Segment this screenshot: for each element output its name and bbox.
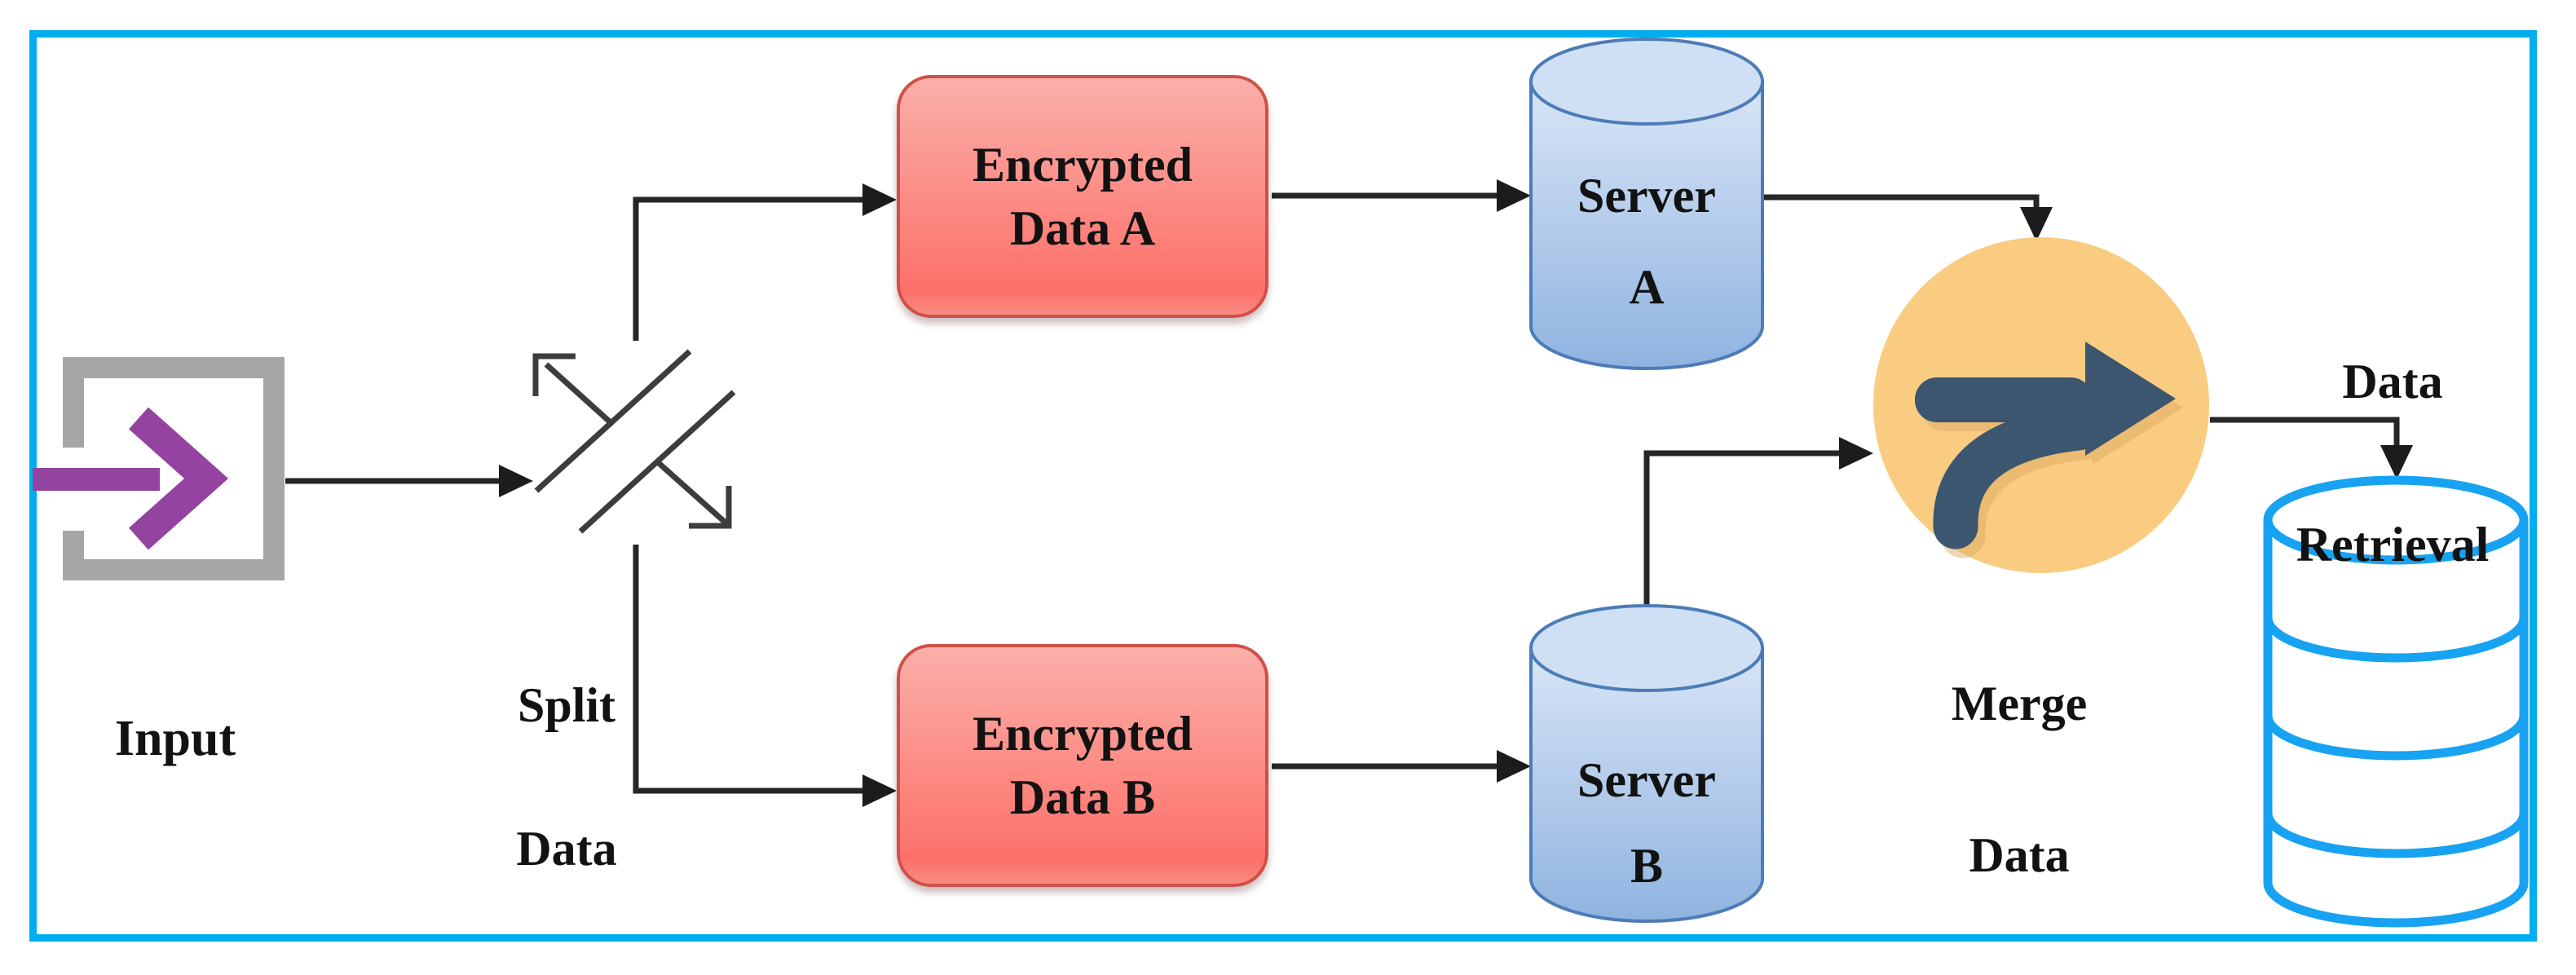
merge-arrow-icon xyxy=(1915,342,2176,549)
arrowhead-into-split xyxy=(499,465,533,497)
server-b-label: Server B xyxy=(1577,753,1716,893)
split-diagonal-2 xyxy=(578,390,736,534)
connector-split-to-encrypted-b xyxy=(633,545,866,794)
split-cross-lower xyxy=(656,461,729,526)
split-arrow-downright xyxy=(689,486,732,529)
retrieval-band-2 xyxy=(2263,715,2529,761)
encrypted-data-a-line1: Encrypted xyxy=(973,138,1193,192)
connector-server-b-to-merge xyxy=(1643,450,1842,605)
arrowhead-into-retrieval xyxy=(2380,445,2413,479)
encrypted-data-a-line2: Data A xyxy=(1009,201,1156,255)
input-icon xyxy=(33,357,285,580)
retrieval-top xyxy=(2263,475,2529,565)
arrowhead-into-server-b xyxy=(1497,750,1531,783)
arrowhead-into-merge-left xyxy=(1839,437,1873,470)
split-data-icon xyxy=(532,349,736,534)
server-b-cylinder xyxy=(1529,604,1764,923)
server-b-body xyxy=(1529,648,1764,923)
connector-lines xyxy=(285,192,2400,794)
connector-split-to-encrypted-a xyxy=(633,196,866,341)
encrypted-data-b-line1: Encrypted xyxy=(973,707,1193,761)
connector-server-a-to-merge xyxy=(1763,194,2040,210)
server-a-label: Server A xyxy=(1577,169,1716,314)
arrowheads xyxy=(499,179,2413,807)
retrieval-band-3 xyxy=(2263,813,2529,858)
retrieval-body xyxy=(2263,520,2529,928)
retrieval-band-1 xyxy=(2263,617,2529,663)
encrypted-data-a-box: Encrypted Data A xyxy=(897,75,1268,318)
merge-data-label: Merge Data xyxy=(1951,677,2088,882)
server-b-top xyxy=(1529,604,1764,692)
input-arrow-shaft xyxy=(33,468,160,491)
encrypted-data-b-line2: Data B xyxy=(1009,770,1156,824)
input-arrow-chevron xyxy=(129,407,229,550)
server-a-cylinder xyxy=(1529,38,1764,370)
encrypted-data-b-box: Encrypted Data B xyxy=(897,644,1268,887)
split-cross-upper xyxy=(544,362,615,427)
arrowhead-into-encrypted-b xyxy=(862,774,897,807)
data-retrieval-label: Data Retrieval xyxy=(2296,355,2490,571)
split-data-label: Split Data xyxy=(516,678,617,876)
split-arrow-upleft xyxy=(532,353,576,396)
merge-data-node xyxy=(1873,237,2209,573)
arrowhead-into-encrypted-a xyxy=(862,183,897,216)
input-label: Input xyxy=(114,711,236,766)
input-bracket-shape xyxy=(63,357,285,580)
data-retrieval-cylinder xyxy=(2263,475,2529,928)
arrowhead-into-server-a xyxy=(1497,179,1531,212)
server-a-body xyxy=(1529,82,1764,370)
server-a-top xyxy=(1529,38,1764,126)
arrowhead-into-merge-top xyxy=(2020,207,2053,241)
connector-merge-to-retrieval xyxy=(2210,417,2400,448)
